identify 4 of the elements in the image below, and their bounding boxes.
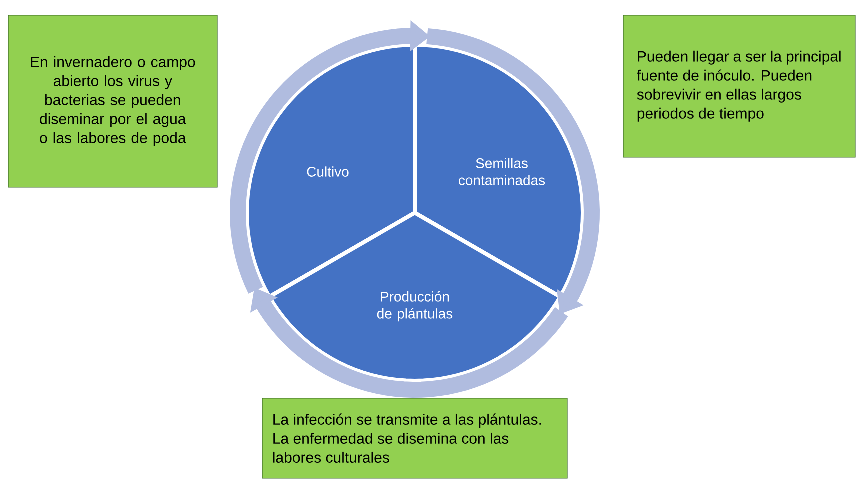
pie-sector: Producción de plántulas — [268, 211, 562, 383]
text-box: Pueden llegar a ser la principal fuente de inóculo. Pueden sobrevivir en ellas largos periodos de tiempo — [623, 15, 856, 158]
text-box: En invernadero o campo abierto los virus y bacterias se pueden diseminar por el agua o las labores de poda — [8, 15, 218, 188]
text-box: La infección se transmite a las plántulas. La enfermedad se disemina con las labores culturales — [262, 398, 568, 479]
